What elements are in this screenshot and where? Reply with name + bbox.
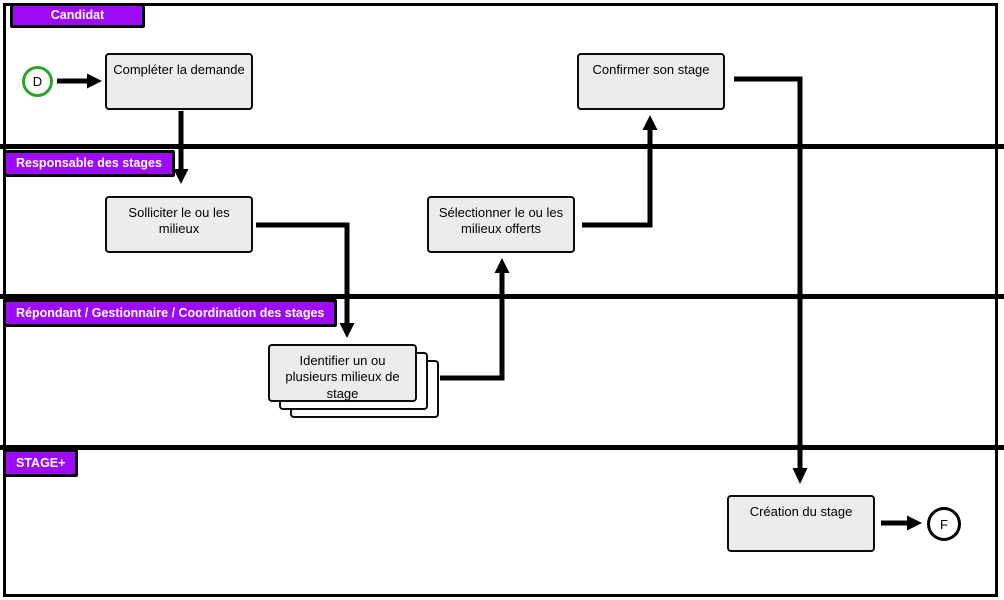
lane-separator-1 <box>0 144 1004 149</box>
lane-label-repondant-text: Répondant / Gestionnaire / Coordination … <box>16 305 325 320</box>
lane-label-candidat: Candidat <box>10 3 145 28</box>
task-completer-label: Compléter la demande <box>113 62 245 77</box>
task-creation-label: Création du stage <box>749 504 853 519</box>
task-identifier-milieux-de-stage: Identifier un ou plusieurs milieux de st… <box>268 344 417 402</box>
lane-label-candidat-text: Candidat <box>50 8 105 23</box>
task-selectionner-label: Sélectionner le ou les milieux offerts <box>438 205 564 237</box>
lane-label-repondant-gestionnaire-coordination: Répondant / Gestionnaire / Coordination … <box>3 299 338 327</box>
end-event-circle: F <box>927 507 961 541</box>
lane-label-stage-plus: STAGE+ <box>3 449 79 477</box>
lane-label-responsable-des-stages: Responsable des stages <box>3 150 175 177</box>
start-event-label: D <box>32 74 43 89</box>
lane-separator-3 <box>0 445 1004 450</box>
task-solliciter-milieux: Solliciter le ou les milieux <box>105 196 253 253</box>
task-selectionner-milieux-offerts: Sélectionner le ou les milieux offerts <box>427 196 575 253</box>
lane-label-responsable-text: Responsable des stages <box>16 156 162 171</box>
task-completer-la-demande: Compléter la demande <box>105 53 253 110</box>
task-solliciter-label: Solliciter le ou les milieux <box>128 205 230 237</box>
task-creation-du-stage: Création du stage <box>727 495 875 552</box>
task-confirmer-label: Confirmer son stage <box>592 62 710 77</box>
end-event-label: F <box>940 516 948 532</box>
start-event-circle: D <box>22 66 53 97</box>
task-confirmer-son-stage: Confirmer son stage <box>577 53 725 110</box>
task-identifier-label: Identifier un ou plusieurs milieux de st… <box>285 353 400 401</box>
lane-label-stage-plus-text: STAGE+ <box>16 455 66 470</box>
